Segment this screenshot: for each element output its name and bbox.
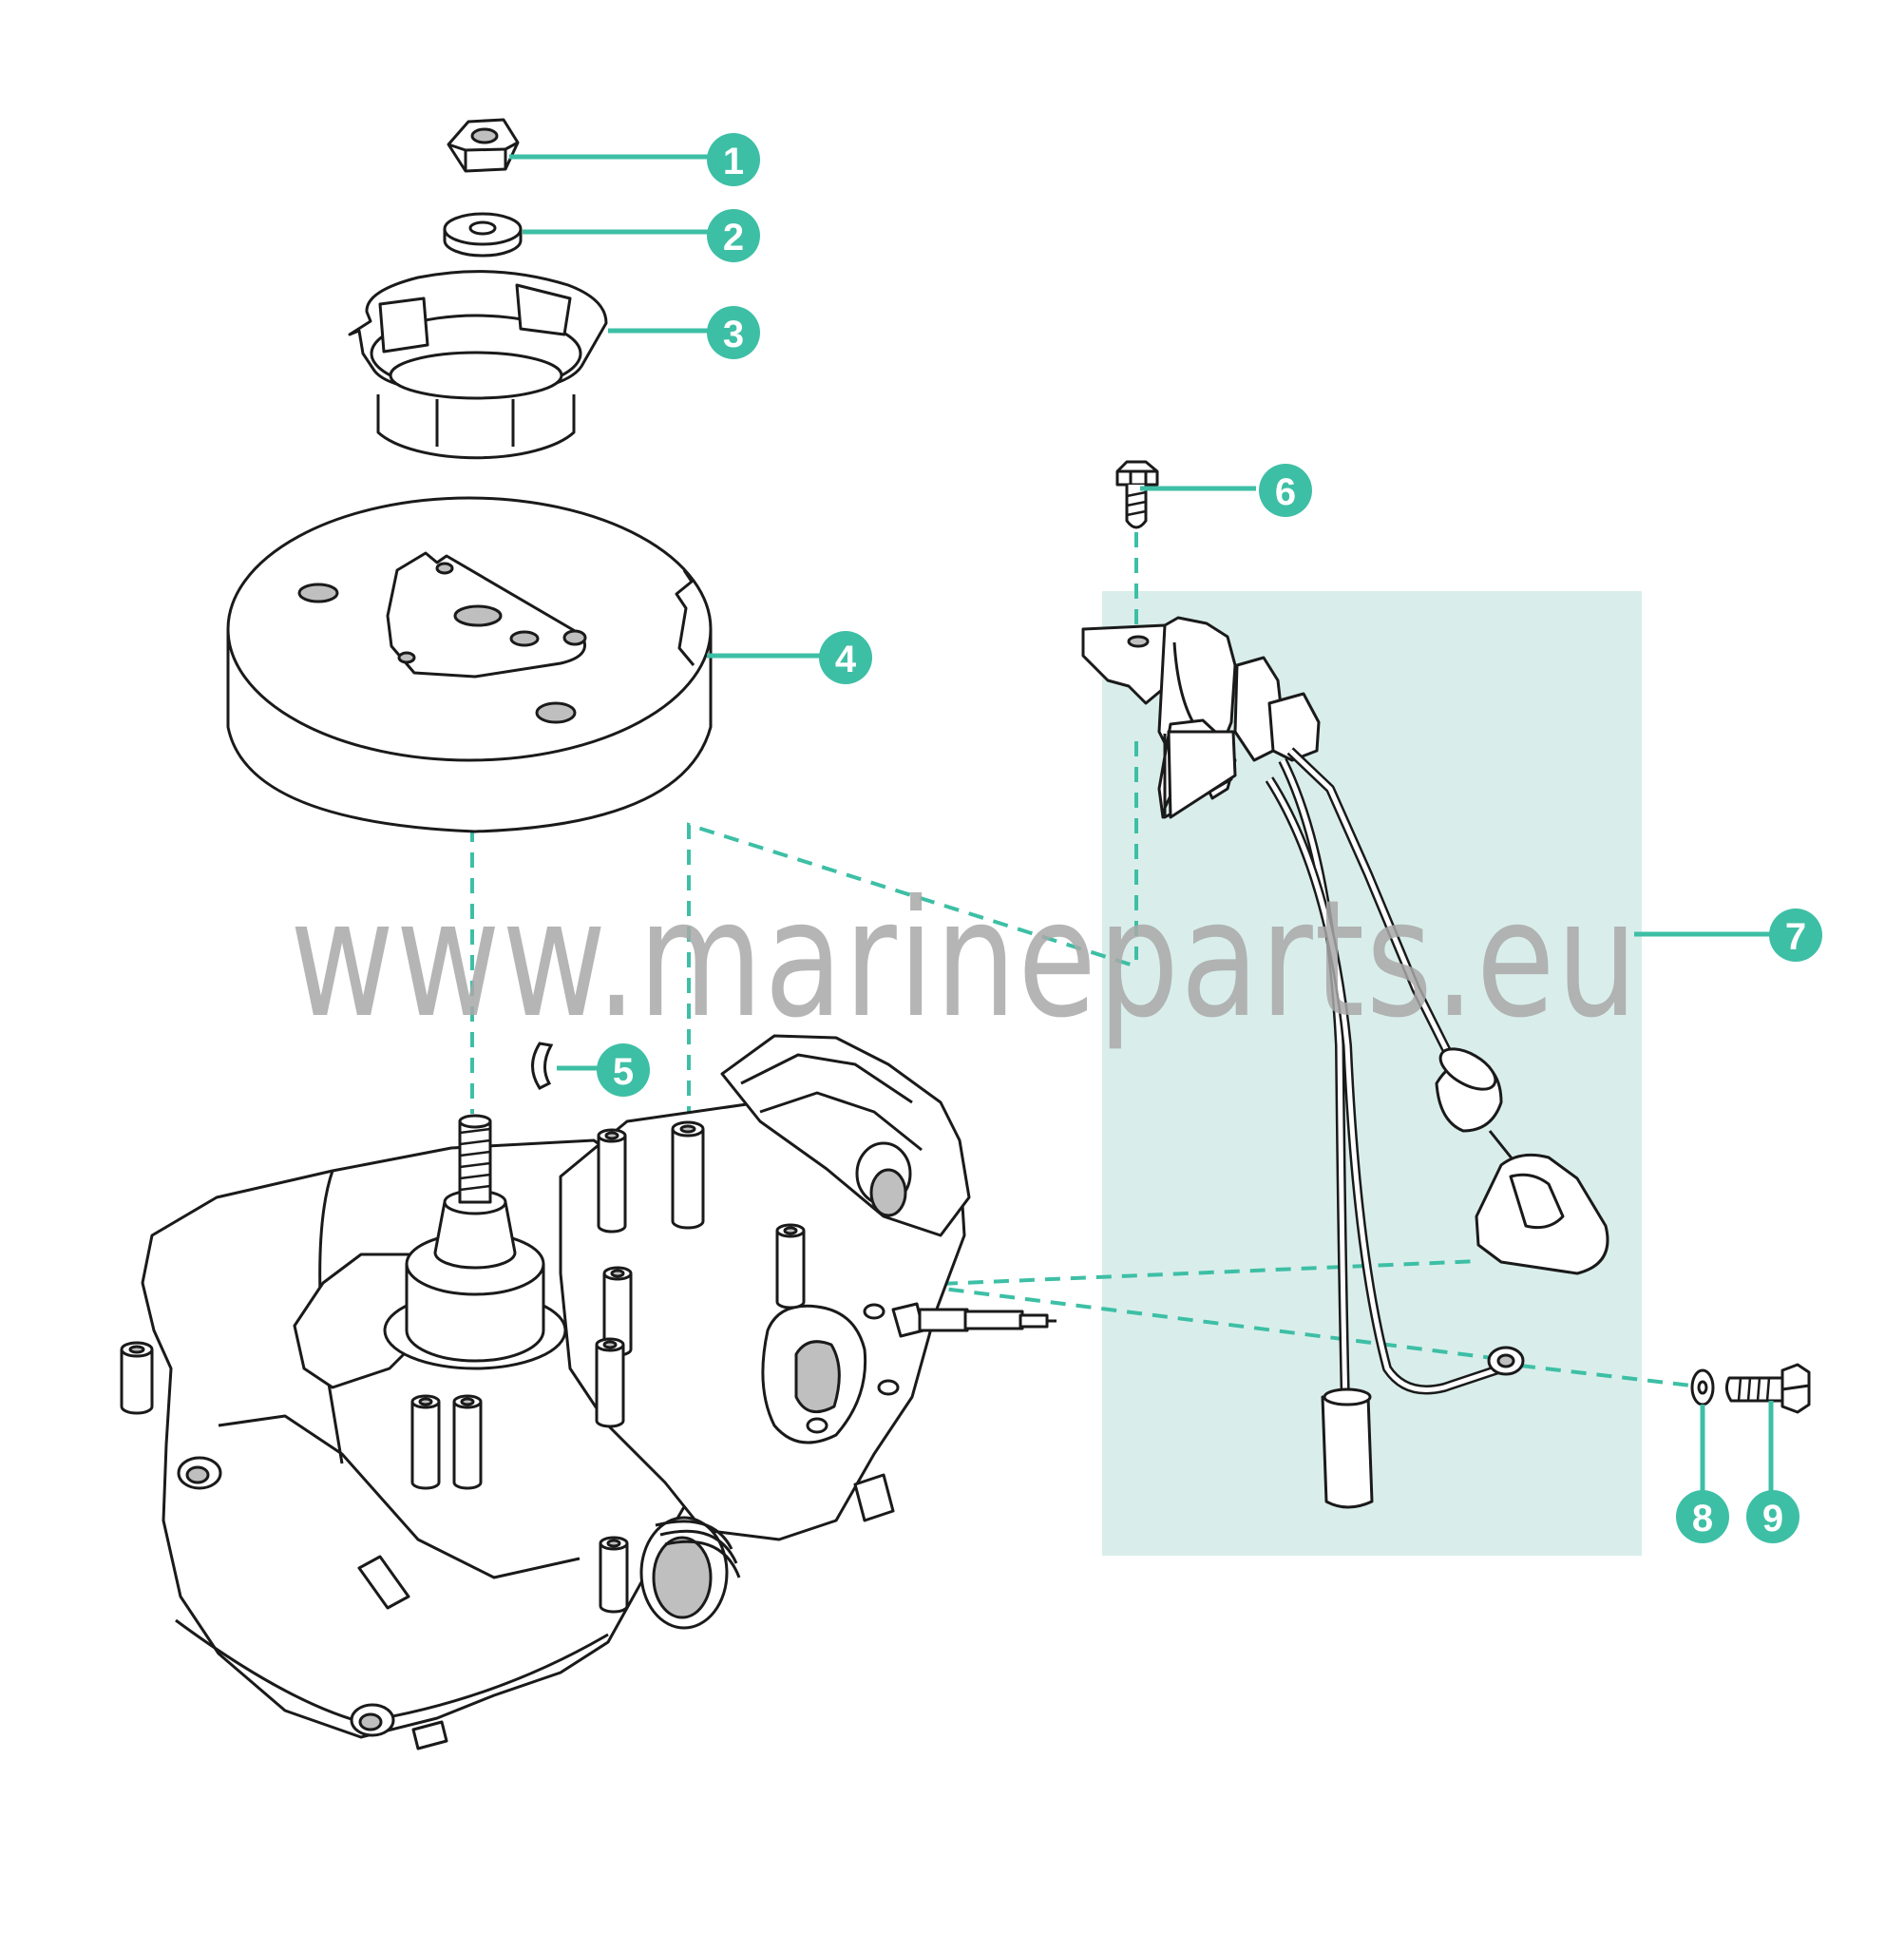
callout-number: 9: [1762, 1498, 1783, 1540]
callout-badge-1: 1: [707, 133, 760, 186]
nut-part-1: [447, 118, 520, 173]
callout-badge-4: 4: [819, 631, 872, 684]
callout-number: 2: [723, 217, 744, 258]
engine-block: [120, 1034, 1057, 1750]
callout-badge-2: 2: [707, 209, 760, 262]
callout-badge-7: 7: [1769, 909, 1822, 962]
callout-badge-5: 5: [597, 1043, 650, 1097]
flywheel-part-4: [226, 496, 713, 833]
callout-number: 5: [613, 1051, 634, 1093]
callout-number: 7: [1785, 916, 1806, 958]
bolt-part-9: [1724, 1363, 1811, 1414]
callout-number: 1: [723, 141, 744, 182]
callout-number: 6: [1275, 471, 1296, 513]
ignition-coil-part-7: [1081, 616, 1609, 1509]
washer-part-2: [443, 212, 523, 258]
starter-cup-part-3: [348, 270, 608, 460]
callout-number: 3: [723, 314, 744, 355]
callout-badge-3: 3: [707, 306, 760, 359]
callout-badge-9: 9: [1746, 1490, 1799, 1543]
callout-number: 4: [835, 639, 857, 680]
watermark-text: www.marineparts.eu: [290, 866, 1639, 1054]
washer-part-8: [1690, 1368, 1715, 1406]
spark-plug: [891, 1302, 1057, 1338]
callout-badge-6: 6: [1259, 464, 1312, 517]
bolt-part-6: [1115, 460, 1159, 529]
callout-badge-8: 8: [1676, 1490, 1729, 1543]
callout-leaders: [509, 154, 1774, 1509]
callout-number: 8: [1692, 1498, 1713, 1540]
key-part-5: [531, 1042, 554, 1090]
